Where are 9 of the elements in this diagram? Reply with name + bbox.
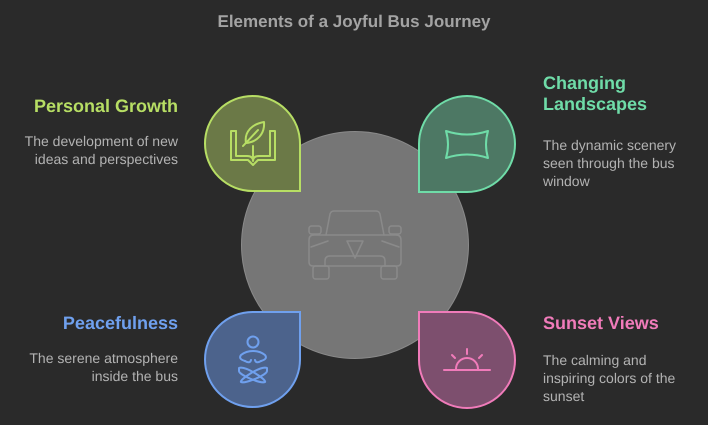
description: The development of new ideas and perspectives bbox=[24, 132, 178, 168]
heading: Sunset Views bbox=[543, 313, 660, 334]
heading: Peacefulness bbox=[62, 313, 178, 334]
heading: Changing Landscapes bbox=[543, 73, 648, 115]
heading: Personal Growth bbox=[32, 96, 178, 117]
description: The serene atmosphere inside the bus bbox=[28, 349, 178, 385]
description: The dynamic scenery seen through the bus window bbox=[543, 136, 678, 190]
title: Elements of a Joyful Bus Journey bbox=[216, 12, 492, 32]
description: The calming and inspiring colors of the sunset bbox=[543, 351, 676, 405]
